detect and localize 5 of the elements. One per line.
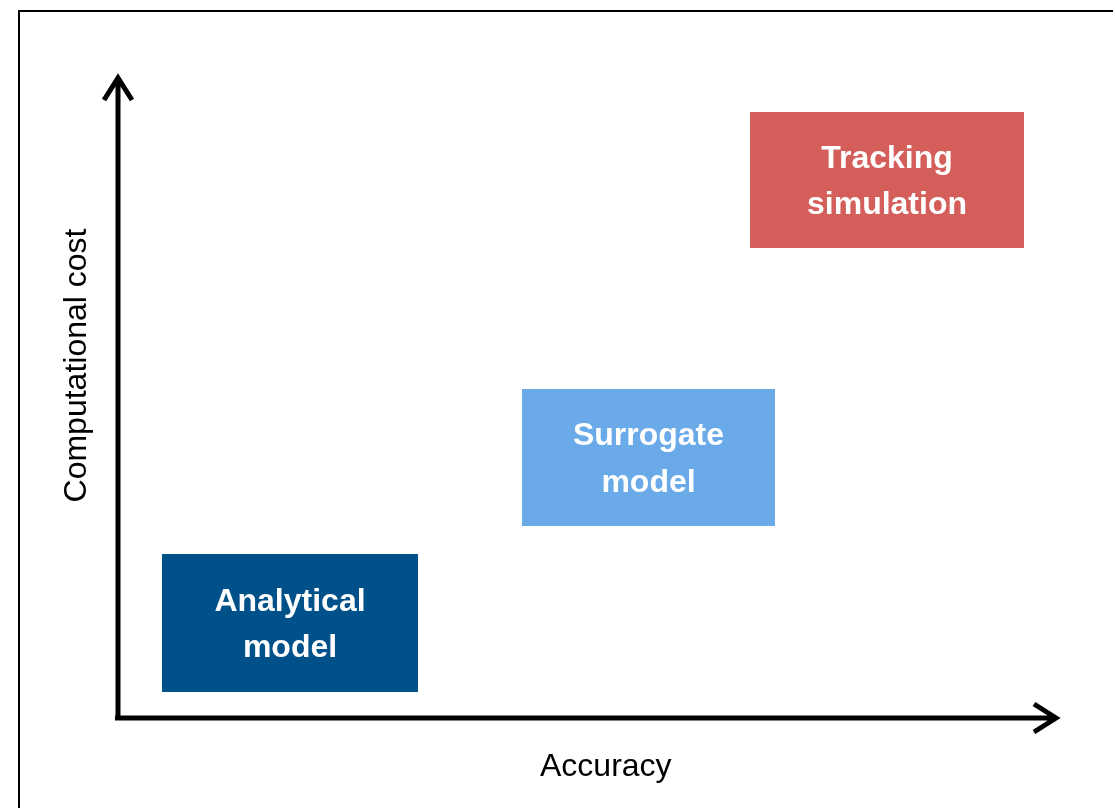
- x-axis-label: Accuracy: [540, 746, 672, 784]
- model-box: Surrogate model: [522, 389, 775, 526]
- y-axis-label: Computational cost: [57, 228, 95, 502]
- model-box: Tracking simulation: [750, 112, 1024, 248]
- model-box: Analytical model: [162, 554, 418, 692]
